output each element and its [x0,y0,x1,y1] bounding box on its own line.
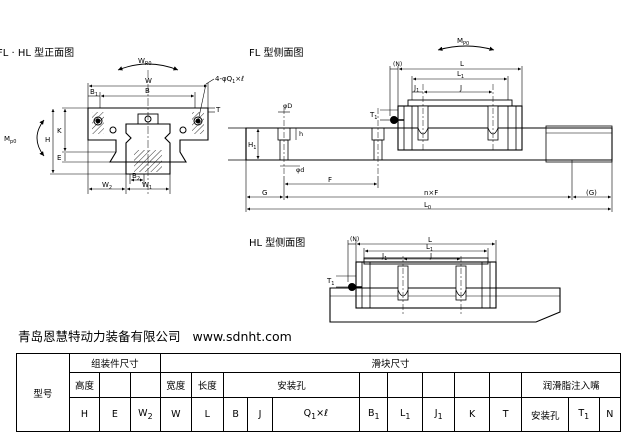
height-header: 高度 [68,372,101,398]
col-n: N [598,397,621,432]
mount-hole-header: 安装孔 [222,372,361,398]
length-header: 长度 [190,372,225,398]
svg-text:H: H [45,136,50,144]
hl-block [355,261,497,309]
col-hole: 安装孔 [521,397,570,432]
svg-text:(G): (G) [586,189,597,197]
svg-text:L: L [460,60,464,68]
block-outline [87,107,209,163]
fl-side-view [228,45,613,212]
svg-text:MP0: MP0 [457,37,469,47]
rolling-moment-arc [117,63,179,71]
svg-text:B1: B1 [90,88,98,98]
fl-side-view-title: FL 型侧面图 [249,46,304,59]
svg-text:T: T [215,106,221,114]
fl-side-labels: MP0 (N) L L1 J1 J T1 φD h H1 φd F G n×F … [248,37,597,211]
col-e: E [99,397,131,432]
col-j: J [247,397,273,432]
svg-text:K: K [57,127,62,135]
svg-text:L: L [428,236,432,244]
hl-side-labels: (N) L L1 J1 J T1 [326,236,433,287]
svg-text:J: J [429,252,432,260]
hl-rail [329,287,561,323]
svg-text:J1: J1 [413,84,419,94]
front-view-labels: WR0 W B B1 4-φQ1×ℓ T K H E Mp0 B2 W1 W2 [4,57,244,191]
col-l: L [190,397,225,432]
col-l1: L1 [387,397,423,432]
svg-text:WR0: WR0 [138,57,152,67]
col-q1: Q1×ℓ [271,397,361,432]
col-t1: T1 [568,397,600,432]
svg-text:L0: L0 [424,201,431,211]
yaw-moment-arc [437,45,495,51]
width-header: 宽度 [160,372,192,398]
svg-text:(N): (N) [350,236,359,243]
col-w: W [160,397,192,432]
svg-text:T1: T1 [369,111,377,121]
model-header: 型号 [16,353,70,432]
svg-text:W: W [145,77,152,85]
col-b: B [222,397,249,432]
svg-text:J: J [459,84,462,92]
col-t: T [488,397,523,432]
svg-text:n×F: n×F [424,189,438,197]
pitch-moment-arc [36,119,45,157]
company-line: 青岛恩慧特动力装备有限公司 www.sdnht.com [18,326,292,345]
front-view [36,63,215,196]
svg-text:F: F [328,176,332,184]
spec-table: 型号 组装件尺寸 滑块尺寸 高度 宽度 长度 安装孔 润滑脂注入嘴 H E W2… [16,353,621,432]
col-b1: B1 [359,397,389,432]
grease-nipple-header: 润滑脂注入嘴 [521,372,621,398]
svg-text:T1: T1 [326,277,334,287]
hl-side-view-title: HL 型侧面图 [249,236,305,249]
svg-text:J1: J1 [381,252,387,262]
company-url[interactable]: www.sdnht.com [192,329,292,344]
svg-text:H1: H1 [248,141,256,151]
hl-side-view [329,240,561,323]
svg-text:L1: L1 [426,243,433,253]
svg-text:W1: W1 [142,181,152,191]
svg-text:G: G [262,189,267,197]
svg-text:Mp0: Mp0 [4,135,16,145]
svg-text:B2: B2 [132,172,140,182]
front-view-title: FL · HL 型正面图 [0,46,74,59]
svg-text:W2: W2 [102,181,112,191]
col-w2: W2 [129,397,162,432]
col-h: H [68,397,101,432]
company-name: 青岛恩慧特动力装备有限公司 [18,329,181,344]
svg-text:φd: φd [296,166,304,174]
svg-text:(N): (N) [393,61,402,68]
svg-text:h: h [299,130,303,138]
block-header: 滑块尺寸 [160,353,621,373]
svg-text:E: E [57,154,61,162]
svg-text:4-φQ1×ℓ: 4-φQ1×ℓ [215,75,244,85]
col-j1: J1 [421,397,456,432]
svg-text:φD: φD [283,102,292,110]
assembly-header: 组装件尺寸 [68,353,162,373]
svg-text:B: B [145,87,150,95]
svg-text:L1: L1 [457,70,464,80]
col-k: K [454,397,490,432]
